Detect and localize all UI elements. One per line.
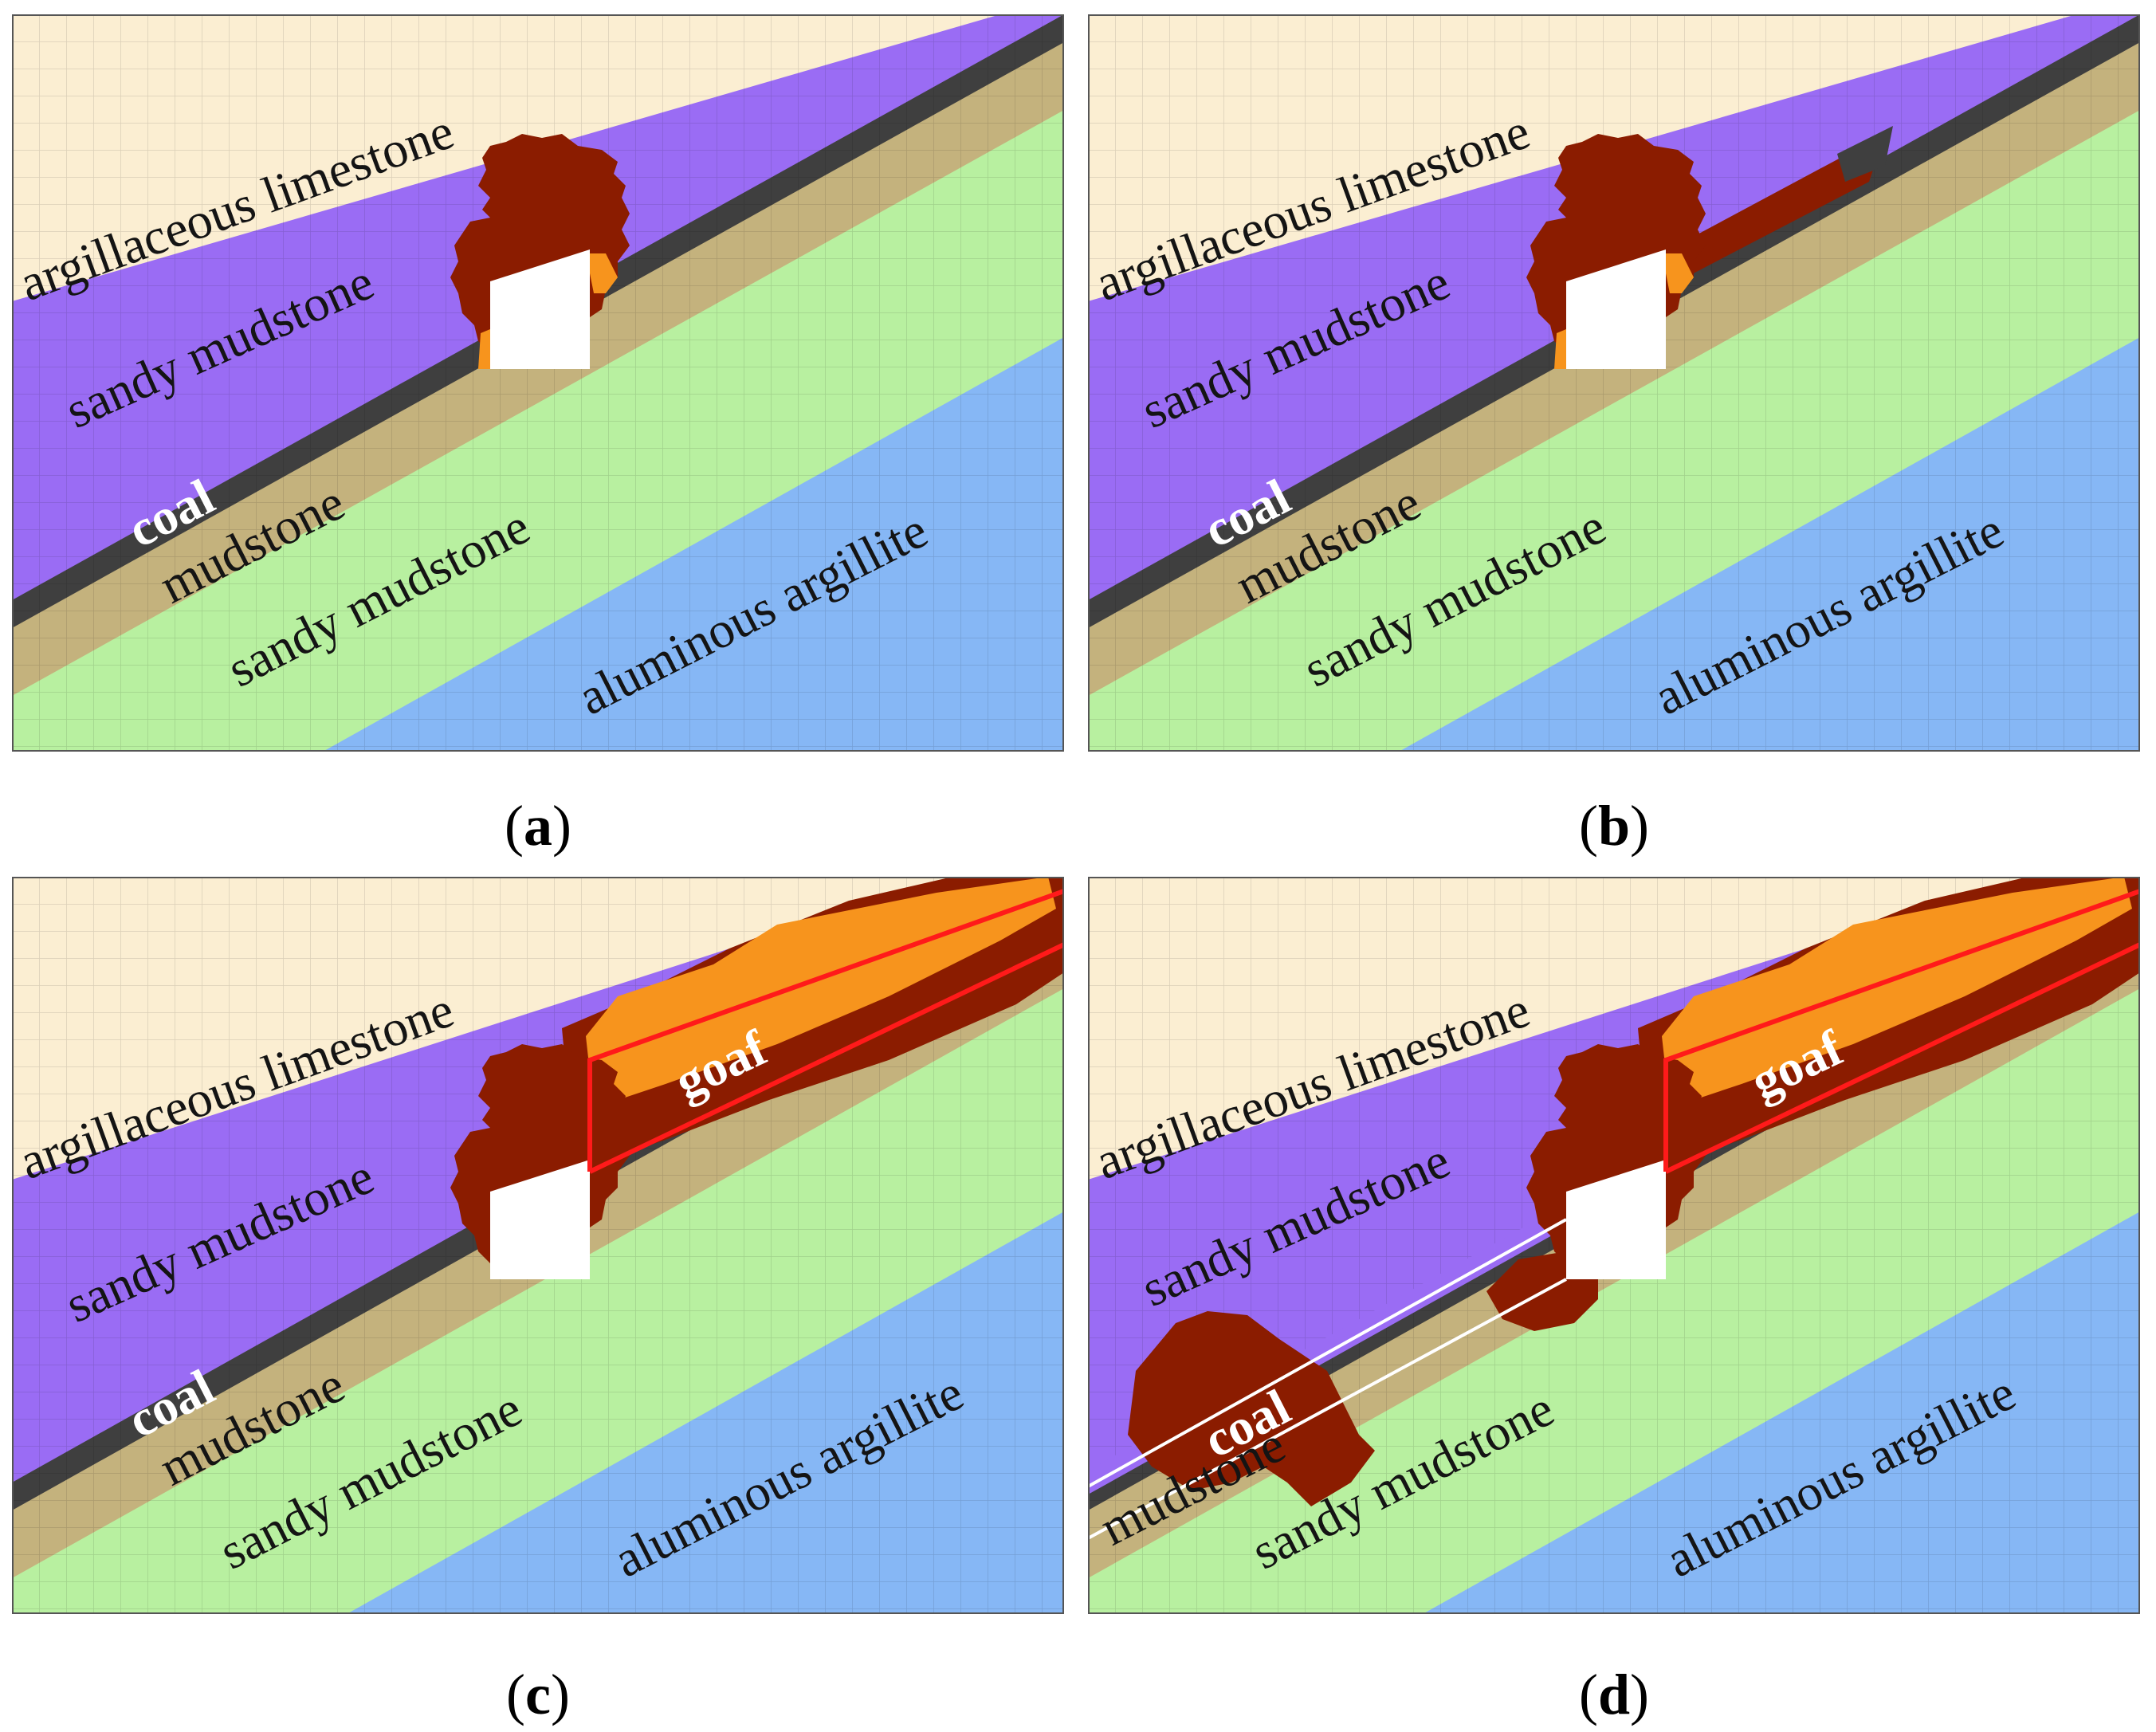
goaf-outline-upper	[587, 889, 1064, 1172]
plastic-zone-dark	[1128, 1311, 1375, 1506]
roadway	[490, 249, 590, 369]
panel-border	[1088, 877, 2140, 1614]
plastic-zone-dark	[1662, 134, 1885, 277]
goaf-outline-lower	[1664, 942, 2140, 1174]
plastic-zone-orange	[1554, 329, 1566, 369]
caption-a: (a)	[505, 794, 571, 858]
caption-c: (c)	[506, 1663, 570, 1726]
panel-a-diagram: argillaceous limestone sandy mudstone co…	[12, 14, 1064, 752]
working-face-outline-upper	[1088, 1218, 1567, 1488]
panel-border	[12, 14, 1064, 752]
caption-d: (d)	[1578, 1663, 1649, 1726]
panel-b: argillaceous limestone sandy mudstone co…	[1088, 14, 2140, 752]
plastic-zone-orange	[1662, 253, 1694, 293]
plastic-zone-orange	[478, 329, 490, 369]
panel-d: goaf argillaceous limestone sandy mudsto…	[1088, 877, 2140, 1614]
caption-b: (b)	[1578, 794, 1649, 858]
goaf-outline-upper	[1663, 889, 2140, 1172]
roadway	[1566, 1160, 1666, 1279]
roadway	[490, 1160, 590, 1279]
panel-border	[1088, 14, 2140, 752]
panel-d-diagram: goaf argillaceous limestone sandy mudsto…	[1088, 877, 2140, 1614]
panel-a: argillaceous limestone sandy mudstone co…	[12, 14, 1064, 752]
roadway	[1566, 249, 1666, 369]
panel-c: goaf argillaceous limestone sandy mudsto…	[12, 877, 1064, 1614]
plastic-zone-orange	[586, 253, 618, 293]
panel-b-diagram: argillaceous limestone sandy mudstone co…	[1088, 14, 2140, 752]
panel-border	[12, 877, 1064, 1614]
coal-remnant	[1837, 126, 1893, 182]
panel-c-diagram: goaf argillaceous limestone sandy mudsto…	[12, 877, 1064, 1614]
goaf-outline-lower	[588, 942, 1064, 1174]
working-face-outline-lower	[1088, 1278, 1567, 1540]
